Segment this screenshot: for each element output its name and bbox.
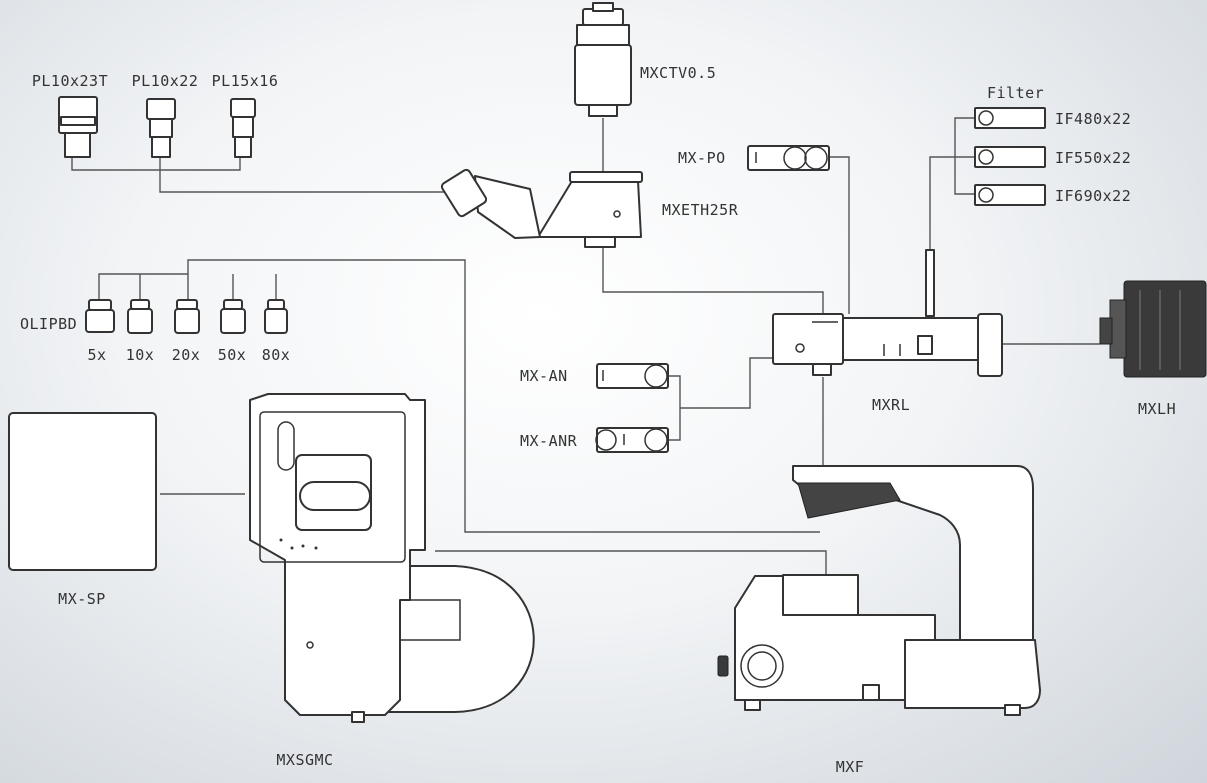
trinocular-head-label: MXETH25R <box>662 201 739 219</box>
objectives-label: OLIPBD <box>20 315 77 333</box>
mechanical-stage <box>249 393 535 723</box>
eyepiece-pl10x22 <box>146 98 176 158</box>
microscope-frame <box>717 465 1041 716</box>
polarizer-label: MX-PO <box>678 149 726 167</box>
objective-mag-1: 5x <box>87 346 106 364</box>
objective-20x <box>174 299 200 334</box>
analyzer-label-2: MX-ANR <box>520 432 578 450</box>
stage-plate-label: MX-SP <box>58 590 106 608</box>
analyzer-mx-anr <box>595 427 669 453</box>
lamp-house <box>1099 280 1207 378</box>
eyepiece-label-1: PL10x23T <box>32 72 108 90</box>
objective-80x <box>264 299 288 334</box>
eyepiece-label-3: PL15x16 <box>212 72 279 90</box>
camera-adapter <box>574 2 632 117</box>
objective-mag-4: 50x <box>218 346 247 364</box>
filter-title: Filter <box>987 84 1044 102</box>
objective-mag-2: 10x <box>126 346 155 364</box>
connector-lines <box>71 117 1100 575</box>
reflected-light-illuminator <box>772 249 1003 377</box>
analyzer-label-1: MX-AN <box>520 367 568 385</box>
eyepiece-pl15x16 <box>230 98 256 158</box>
objective-10x <box>127 299 153 334</box>
objective-5x <box>85 299 115 333</box>
filter-if690 <box>974 184 1046 206</box>
lamp-house-label: MXLH <box>1138 400 1176 418</box>
camera-adapter-label: MXCTV0.5 <box>640 64 716 82</box>
stage-label: MXSGMC <box>276 751 333 769</box>
objective-mag-3: 20x <box>172 346 201 364</box>
analyzer-mx-an <box>596 363 669 389</box>
illuminator-label: MXRL <box>872 396 910 414</box>
eyepiece-label-2: PL10x22 <box>132 72 199 90</box>
filter-if480 <box>974 107 1046 129</box>
filter-if550 <box>974 146 1046 168</box>
frame-label: MXF <box>836 758 865 776</box>
filter-label-1: IF480x22 <box>1055 110 1131 128</box>
eyepiece-pl10x23t <box>58 96 98 158</box>
trinocular-head <box>440 168 643 248</box>
filter-label-2: IF550x22 <box>1055 149 1131 167</box>
objective-50x <box>220 299 246 334</box>
stage-plate <box>8 412 157 571</box>
objective-mag-5: 80x <box>262 346 291 364</box>
filter-label-3: IF690x22 <box>1055 187 1131 205</box>
polarizer-slider <box>747 145 830 171</box>
